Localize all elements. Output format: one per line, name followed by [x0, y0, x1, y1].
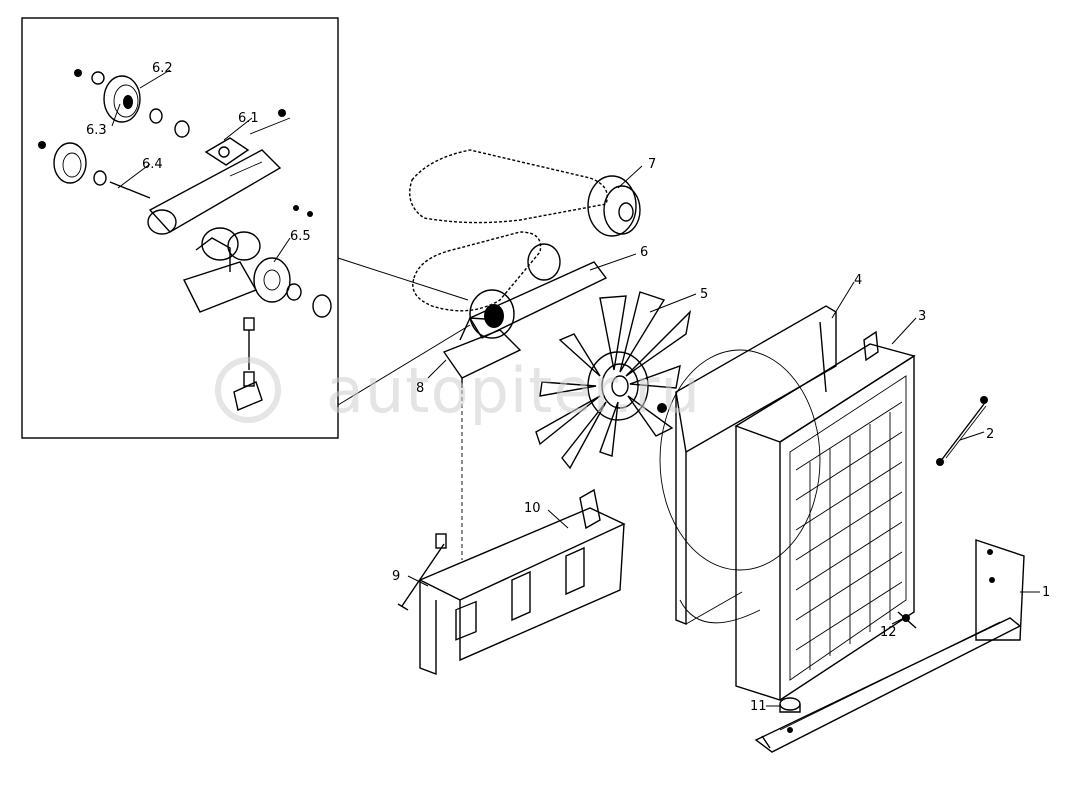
watermark-logo-icon — [215, 357, 281, 423]
leader-4 — [831, 281, 855, 319]
rod-9 — [397, 533, 447, 611]
callout-6-1: 6.1 — [238, 111, 259, 126]
bolt-12 — [897, 611, 917, 629]
inset-arm — [147, 149, 313, 235]
callout-5: 5 — [700, 287, 708, 302]
watermark-text: autopiter.ru — [326, 354, 701, 427]
callout-12: 12 — [880, 625, 897, 640]
leader-6-5 — [273, 237, 291, 263]
callout-8: 8 — [416, 381, 424, 396]
inset-detail-frame — [21, 17, 339, 439]
bracket-1 — [754, 539, 1025, 753]
leader-12 — [891, 617, 905, 625]
leader-9 — [407, 575, 429, 587]
leader-2 — [959, 431, 985, 441]
tensioner-base-8 — [442, 317, 522, 560]
frame-10 — [418, 488, 626, 676]
tensioner-arm-6 — [468, 243, 608, 339]
callout-6-4: 6.4 — [142, 157, 163, 172]
leader-7 — [617, 165, 643, 189]
pulley-7 — [587, 175, 641, 237]
radiator-core — [795, 401, 903, 670]
shroud-4 — [659, 305, 837, 626]
inset-rod — [233, 317, 263, 411]
leader-8 — [427, 359, 447, 379]
leader-6-3 — [111, 103, 121, 127]
callout-6-3: 6.3 — [86, 123, 107, 138]
callout-1: 1 — [1042, 585, 1050, 600]
leader-5 — [649, 293, 697, 313]
callout-6-2: 6.2 — [152, 61, 173, 76]
leader-6-1 — [223, 117, 253, 141]
callout-3: 3 — [918, 309, 926, 324]
fan-5 — [535, 291, 692, 470]
callout-10: 10 — [524, 501, 541, 516]
callout-6-5: 6.5 — [290, 229, 311, 244]
callout-11: 11 — [750, 699, 767, 714]
callout-6: 6 — [640, 245, 648, 260]
radiator-3 — [734, 330, 916, 701]
watermark: autopiter.ru — [215, 354, 701, 427]
callout-9: 9 — [392, 569, 400, 584]
callout-4: 4 — [854, 273, 862, 288]
belt-upper — [409, 149, 608, 224]
mount-11 — [779, 697, 801, 733]
leader-6-2 — [139, 69, 171, 89]
inset-pulley-6-2 — [74, 69, 190, 138]
inset-leader-upper — [337, 257, 469, 301]
inset-bracket-6-1 — [204, 109, 291, 166]
inset-leader-lower — [337, 324, 471, 406]
belt-lower — [412, 231, 542, 312]
leader-6-4 — [117, 163, 151, 189]
leader-3 — [891, 317, 917, 345]
inset-housing-6-5 — [183, 227, 332, 318]
callout-7: 7 — [648, 157, 656, 172]
callout-2: 2 — [986, 427, 994, 442]
inset-pulley-6-4 — [38, 141, 151, 199]
strut-2 — [936, 396, 988, 466]
leader-10 — [547, 509, 569, 529]
leader-6 — [589, 253, 637, 271]
